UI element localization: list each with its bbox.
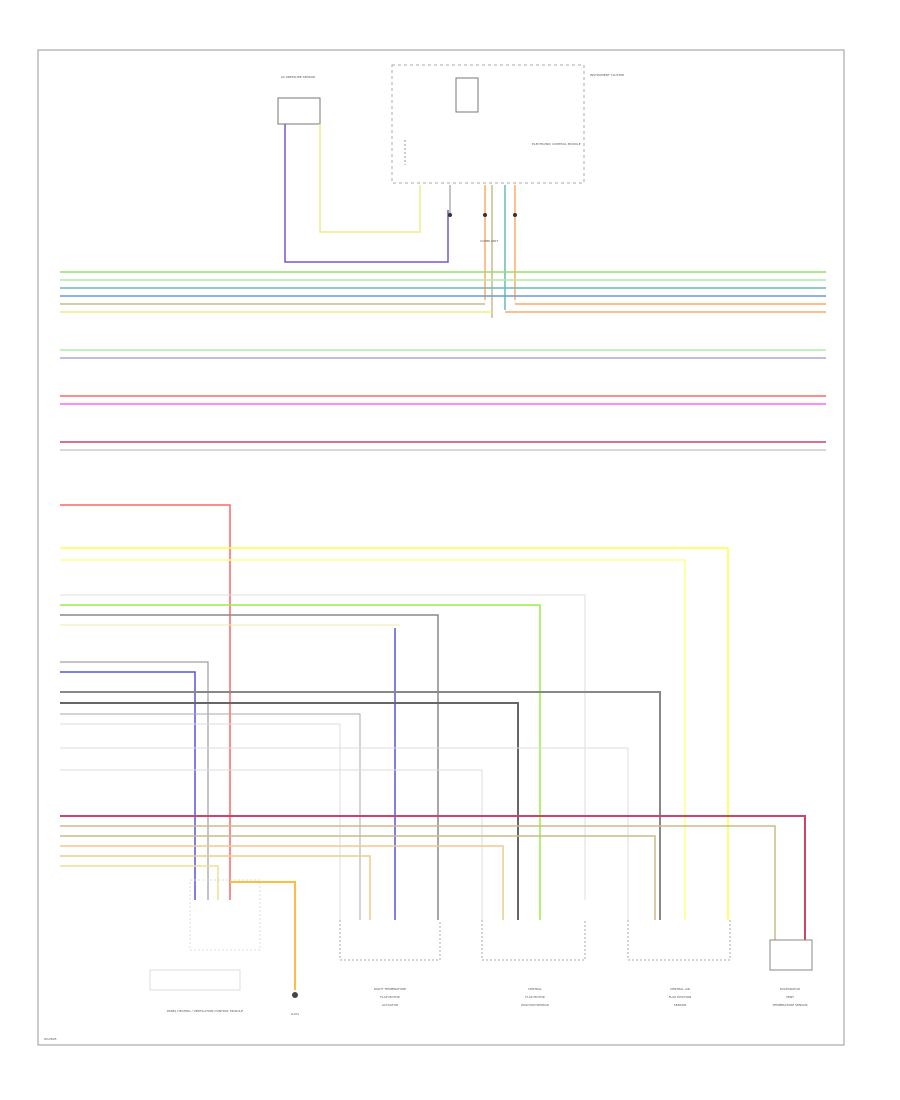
evaporator-temp-sensor: EVAPORATOR VENT TEMPERATURE SENSOR	[769, 939, 813, 1007]
ground-label: G101	[291, 1012, 299, 1016]
instrument-cluster-label: INSTRUMENT CLUSTER	[590, 73, 624, 77]
svg-text:FLAP MOTOR: FLAP MOTOR	[525, 995, 545, 999]
svg-text:RIGHT TEMPERATURE: RIGHT TEMPERATURE	[374, 987, 406, 991]
signal-wires	[60, 504, 806, 940]
instrument-cluster-note: ELECTRONIC CONTROL MODULE	[532, 142, 581, 146]
svg-text:CENTRAL: CENTRAL	[528, 987, 542, 991]
footer-code: W12845	[44, 1037, 57, 1041]
right-temperature-flap-motor: RIGHT TEMPERATURE FLAP MOTOR ACTUATOR	[339, 920, 441, 1007]
ac-pressure-sensor: AC PRESSURE SENSOR	[277, 75, 321, 125]
connector-label: COMBI UNIT	[480, 239, 498, 243]
svg-text:ACTUATOR: ACTUATOR	[382, 1003, 398, 1007]
svg-text:POSITION SENSOR: POSITION SENSOR	[521, 1003, 549, 1007]
central-air-flap-sensor: CENTRAL AIR FLAP POSITION SENSOR	[627, 920, 731, 1007]
svg-text:TEMPERATURE SENSOR: TEMPERATURE SENSOR	[771, 1003, 807, 1007]
bus-lines	[60, 271, 826, 451]
svg-text:FLAP POSITION: FLAP POSITION	[669, 995, 692, 999]
left-module-title: PANEL HEATING / VENTILATION CONTROL MODU…	[167, 1009, 243, 1013]
instrument-cluster: INSTRUMENT CLUSTER ELECTRONIC CONTROL MO…	[391, 64, 624, 184]
top-feed-wires: COMBI UNIT	[284, 124, 517, 318]
ac-pressure-sensor-label: AC PRESSURE SENSOR	[281, 75, 315, 79]
svg-text:FLAP MOTOR: FLAP MOTOR	[380, 995, 400, 999]
central-flap-motor: CENTRAL FLAP MOTOR POSITION SENSOR	[481, 920, 586, 1007]
panel-control-module: G101 PANEL HEATING / VENTILATION CONTROL…	[149, 879, 299, 1016]
diagram-frame	[37, 49, 845, 1046]
svg-text:SENSOR: SENSOR	[674, 1003, 686, 1007]
svg-text:CENTRAL AIR: CENTRAL AIR	[670, 987, 690, 991]
svg-text:VENT: VENT	[786, 995, 794, 999]
svg-text:EVAPORATOR: EVAPORATOR	[780, 987, 800, 991]
